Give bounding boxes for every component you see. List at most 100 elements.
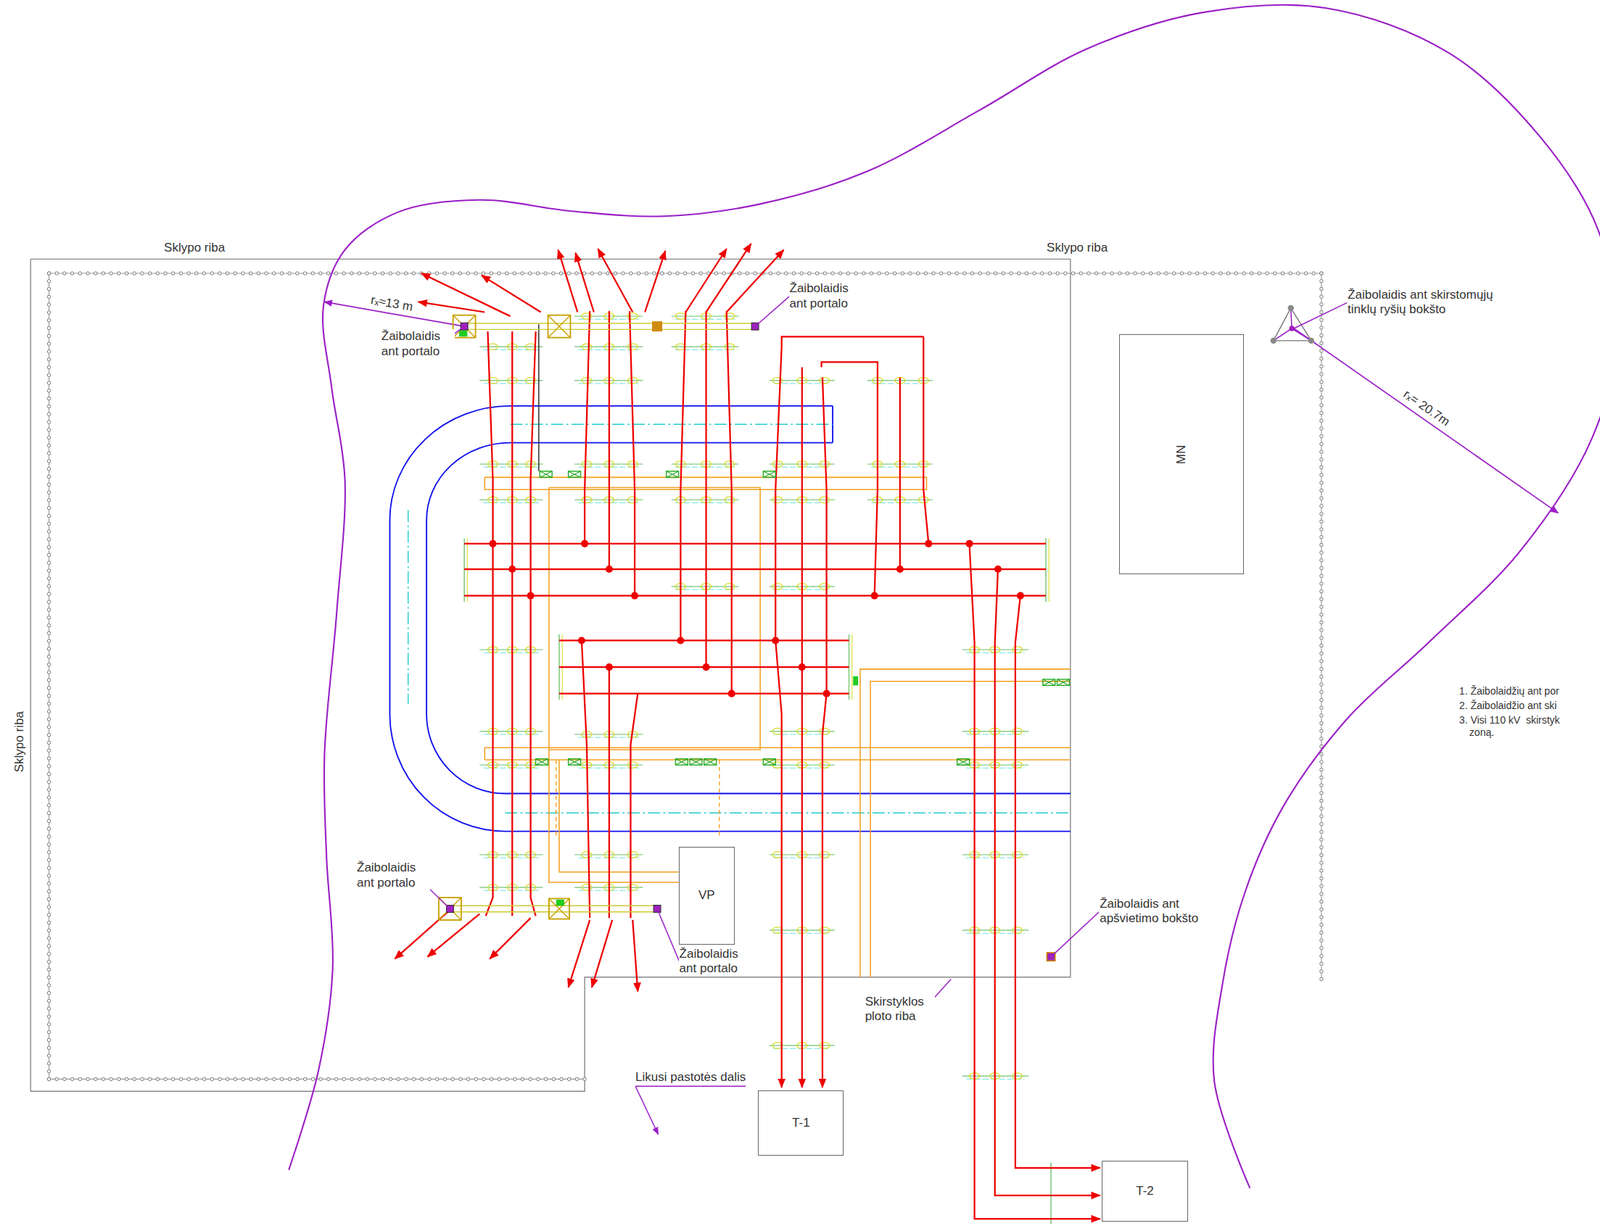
fence-post xyxy=(513,1077,518,1082)
fence-post xyxy=(1320,488,1324,493)
fence-post xyxy=(535,271,540,276)
fence-post xyxy=(1087,271,1091,276)
site-plan xyxy=(30,5,1600,1226)
callout-label: Žaibolaidis ant portalo xyxy=(380,329,455,360)
fence-post xyxy=(1304,271,1308,276)
insulator-symbol xyxy=(1012,852,1023,859)
insulator-symbol xyxy=(772,496,783,503)
fence-post xyxy=(47,686,51,691)
fence-post xyxy=(1219,271,1223,276)
line-outlet-arrow xyxy=(568,920,591,988)
fence-post xyxy=(47,1077,51,1082)
tower-leg xyxy=(1287,305,1294,312)
fence-post xyxy=(1320,528,1324,532)
fence-post xyxy=(1320,427,1324,431)
fence-post xyxy=(1320,333,1324,338)
fence-post xyxy=(249,1077,254,1082)
tower-leg xyxy=(1308,337,1315,344)
fence-post xyxy=(233,271,238,276)
fence-post xyxy=(47,483,51,487)
cable-pit xyxy=(568,759,581,766)
fence-post xyxy=(47,561,51,566)
fence-post xyxy=(1320,675,1324,679)
cable-tray xyxy=(870,681,1071,978)
fence-post xyxy=(1320,861,1324,866)
fence-post xyxy=(504,271,509,276)
fence-post xyxy=(47,866,51,871)
insulator-symbol xyxy=(819,377,830,384)
box-label: T-2 xyxy=(1135,1184,1154,1199)
cable-pit xyxy=(763,759,776,766)
cable-pit xyxy=(666,471,679,478)
fence-post xyxy=(1024,271,1029,276)
fence-post xyxy=(1320,341,1324,346)
fence-post xyxy=(1320,520,1324,524)
fence-post xyxy=(1320,714,1324,719)
line-outlet-arrow xyxy=(575,253,594,313)
fence-post xyxy=(295,1077,300,1082)
conductor-line xyxy=(995,569,1101,1197)
junction-dot xyxy=(605,565,613,573)
fence-post xyxy=(94,1077,98,1082)
fence-post xyxy=(1257,271,1262,276)
fence-post xyxy=(435,271,439,276)
fence-post xyxy=(1125,271,1130,276)
fence-post xyxy=(47,577,51,581)
cable-pit xyxy=(689,759,703,766)
insulator-symbol xyxy=(627,496,638,503)
fence-post xyxy=(47,389,51,394)
fence-post xyxy=(47,428,51,433)
conductor-line xyxy=(485,331,494,917)
apparatus-mark xyxy=(479,854,543,856)
cable-pit xyxy=(763,471,776,478)
junction-dot xyxy=(508,565,516,573)
conductor-line xyxy=(511,331,513,917)
fence-post xyxy=(1320,815,1324,819)
junction-dot xyxy=(871,592,879,600)
fence-post xyxy=(218,1077,222,1082)
callout-label: Žaibolaidis ant apšvietimo bokšto xyxy=(1098,897,1217,927)
line-outlet-arrow xyxy=(644,250,666,312)
insulator-symbol xyxy=(819,762,830,769)
insulator-symbol xyxy=(1012,762,1023,769)
fence-post xyxy=(970,271,975,276)
fence-post xyxy=(1320,574,1324,579)
fence-post xyxy=(1320,660,1324,664)
fence-post xyxy=(963,271,967,276)
fence-post xyxy=(1320,504,1324,509)
insulator-symbol xyxy=(819,1042,830,1049)
fence-post xyxy=(1320,559,1324,563)
cable-tray xyxy=(549,749,679,883)
fence-post xyxy=(78,271,82,276)
fence-post xyxy=(388,271,393,276)
fence-post xyxy=(605,271,610,276)
fence-post xyxy=(1320,473,1324,478)
fence-post xyxy=(528,271,533,276)
leader-line xyxy=(755,296,790,328)
fence-post xyxy=(47,702,51,706)
fence-post xyxy=(195,271,199,276)
fence-post xyxy=(327,1077,331,1082)
fence-post xyxy=(1320,364,1324,369)
apparatus-mark xyxy=(671,499,740,501)
fence-post xyxy=(924,271,928,276)
radius-dimension: rₓ≈13 m xyxy=(369,293,415,316)
fence-post xyxy=(598,271,602,276)
fence-post xyxy=(443,271,447,276)
cable-pit xyxy=(1042,679,1056,686)
fence-post xyxy=(1320,636,1324,641)
busbar-end-mark xyxy=(1048,538,1050,602)
insulator-symbol xyxy=(581,852,592,859)
fence-post xyxy=(47,443,51,448)
cable-pit xyxy=(704,759,717,766)
fence-post xyxy=(986,271,991,276)
line-outlet-arrow xyxy=(597,248,633,312)
junction-dot xyxy=(771,636,779,645)
busbar-end-mark xyxy=(851,634,853,700)
fence-post xyxy=(47,639,51,644)
fence-post xyxy=(47,435,51,440)
fence-post xyxy=(543,1077,548,1082)
junction-dot xyxy=(578,636,586,645)
cable-pit xyxy=(568,471,581,478)
